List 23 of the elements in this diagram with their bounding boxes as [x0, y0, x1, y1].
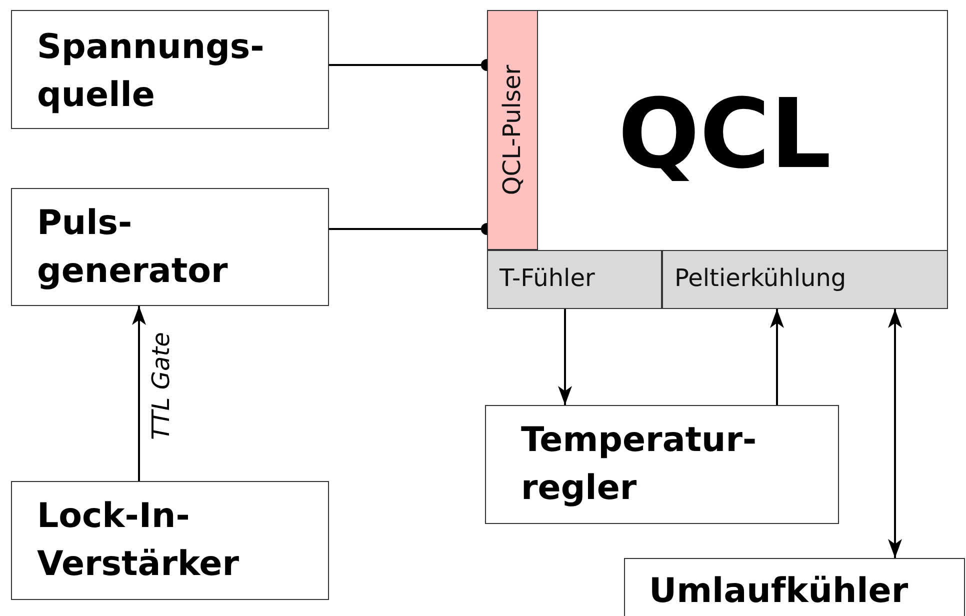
process-box	[11, 481, 329, 600]
arrow	[888, 309, 902, 558]
process-box	[485, 405, 839, 524]
box-label: Umlaufkühler	[649, 570, 908, 613]
band-label: QCL-Pulser	[497, 64, 527, 195]
process-box	[11, 188, 329, 306]
cooling-band	[662, 250, 948, 308]
band-label: T-Fühler	[500, 262, 595, 292]
process-box	[11, 10, 329, 129]
box-label: Puls- generator	[37, 202, 229, 293]
arrow	[770, 309, 784, 405]
edge-label: TTL Gate	[146, 332, 175, 440]
pulser-band	[486, 10, 538, 250]
process-box	[624, 558, 965, 616]
box-label: Temperatur- regler	[521, 419, 758, 510]
box-label: Lock-In- Verstärker	[37, 495, 240, 586]
device-box	[487, 10, 948, 309]
device-label: QCL	[618, 79, 832, 189]
sensor-band	[486, 250, 662, 308]
arrow	[558, 309, 572, 405]
band-label: Peltierkühlung	[674, 262, 846, 292]
box-label: Spannungs- quelle	[37, 26, 266, 117]
arrow	[132, 306, 146, 481]
